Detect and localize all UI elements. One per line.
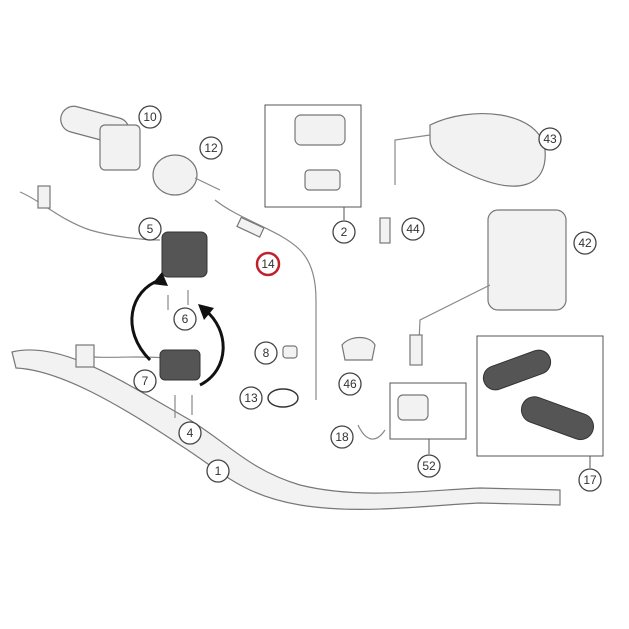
callout-label: 14: [261, 257, 275, 271]
callout-label: 17: [583, 473, 597, 487]
throttle-cover[interactable]: [152, 154, 221, 196]
callout-18[interactable]: 18: [330, 425, 354, 449]
callout-label: 13: [244, 391, 258, 405]
callout-7[interactable]: 7: [133, 369, 157, 393]
callout-label: 43: [543, 132, 557, 146]
callout-4[interactable]: 4: [178, 421, 202, 445]
grips[interactable]: [480, 347, 597, 443]
throttle-cable[interactable]: [214, 199, 317, 400]
handlebar[interactable]: [11, 349, 561, 510]
callout-label: 42: [578, 236, 592, 250]
callout-12[interactable]: 12: [199, 136, 223, 160]
callout-label: 4: [187, 426, 194, 440]
switch-housing[interactable]: [161, 231, 208, 278]
callout-label: 1: [215, 464, 222, 478]
callout-8[interactable]: 8: [254, 341, 278, 365]
callout-label: 18: [335, 430, 349, 444]
callout-17[interactable]: 17: [578, 468, 602, 492]
callout-42[interactable]: 42: [573, 231, 597, 255]
callout-13[interactable]: 13: [239, 386, 263, 410]
callout-label: 8: [263, 346, 270, 360]
callout-label: 52: [422, 459, 436, 473]
callout-10[interactable]: 10: [138, 105, 162, 129]
wiring: [19, 191, 161, 241]
callout-43[interactable]: 43: [538, 127, 562, 151]
callout-6[interactable]: 6: [173, 307, 197, 331]
callout-14[interactable]: 14: [255, 251, 281, 277]
callout-label: 6: [182, 312, 189, 326]
switch-lower[interactable]: [159, 349, 201, 381]
throttle-grip[interactable]: [58, 103, 141, 171]
callout-label: 46: [343, 377, 357, 391]
callout-label: 7: [142, 374, 149, 388]
callout-label: 12: [204, 141, 218, 155]
callout-2[interactable]: 2: [332, 220, 356, 244]
callout-46[interactable]: 46: [338, 372, 362, 396]
callout-label: 2: [341, 225, 348, 239]
callout-label: 44: [406, 222, 420, 236]
o-ring[interactable]: [267, 388, 299, 408]
callout-label: 10: [143, 110, 157, 124]
callout-label: 5: [147, 222, 154, 236]
callout-44[interactable]: 44: [401, 217, 425, 241]
callout-5[interactable]: 5: [138, 217, 162, 241]
callout-1[interactable]: 1: [206, 459, 230, 483]
callout-52[interactable]: 52: [417, 454, 441, 478]
